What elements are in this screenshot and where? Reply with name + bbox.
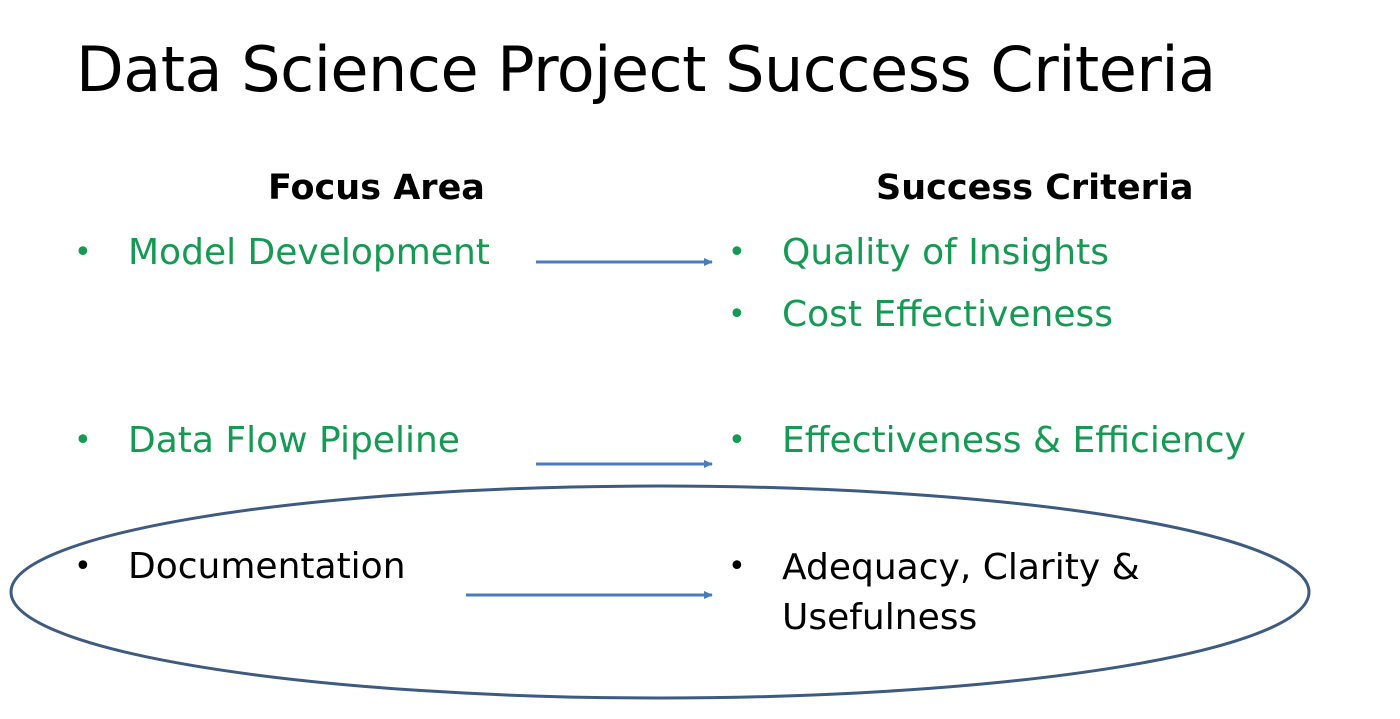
bullet-dot: • <box>728 297 746 332</box>
criteria-label: Adequacy, Clarity & Usefulness <box>782 547 1140 638</box>
criteria-label: Quality of Insights <box>782 232 1109 273</box>
header-focus-area: Focus Area <box>268 168 485 208</box>
criteria-label: Effectiveness & Efficiency <box>782 420 1246 461</box>
slide-title: Data Science Project Success Criteria <box>76 33 1216 106</box>
bullet-dot: • <box>728 235 746 270</box>
bullet-dot: • <box>74 423 92 458</box>
header-success-criteria: Success Criteria <box>876 168 1194 208</box>
focus-label: Model Development <box>128 232 490 273</box>
focus-label: Documentation <box>128 546 406 587</box>
bullet-dot: • <box>728 423 746 458</box>
bullet-dot: • <box>728 549 746 584</box>
criteria-label: Cost Effectiveness <box>782 294 1114 335</box>
bullet-dot: • <box>74 235 92 270</box>
focus-label: Data Flow Pipeline <box>128 420 460 461</box>
bullet-dot: • <box>74 549 92 584</box>
